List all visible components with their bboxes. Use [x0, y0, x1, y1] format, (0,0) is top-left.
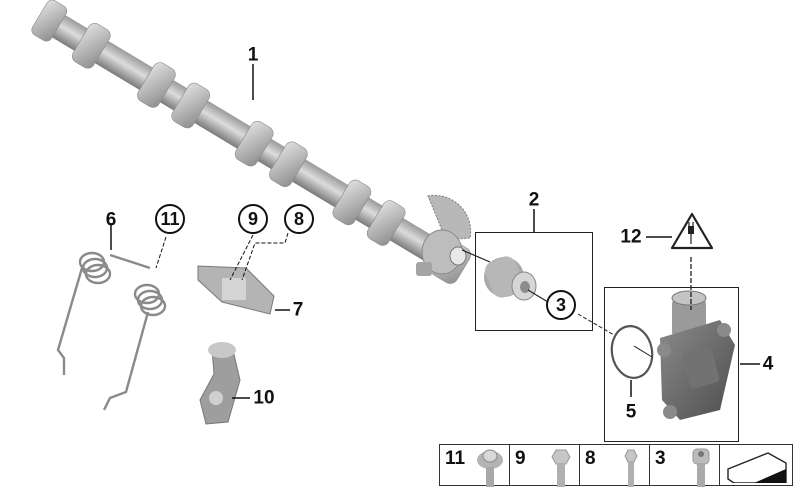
callout-10[interactable]: 10	[253, 387, 275, 409]
legend-cell-shim[interactable]	[720, 445, 792, 485]
callout-6[interactable]: 6	[105, 209, 117, 231]
group-box-2	[475, 232, 593, 331]
sensor-magnet-part	[461, 249, 549, 303]
hex-bolt-icon	[551, 449, 571, 487]
legend-label: 8	[585, 448, 596, 469]
callout-11[interactable]: 11	[155, 204, 185, 234]
callout-2[interactable]: 2	[528, 189, 540, 211]
hex-bolt-small-icon	[624, 449, 638, 487]
fastener-legend: 11 9 8 3	[439, 444, 793, 487]
legend-cell-3[interactable]: 3	[650, 445, 720, 487]
camshaft-part	[31, 0, 472, 284]
shim-plate-icon	[727, 452, 787, 483]
callout-5[interactable]: 5	[625, 401, 637, 423]
callout-8[interactable]: 8	[284, 204, 314, 234]
intermediate-lever-part	[199, 342, 241, 425]
legend-label: 9	[515, 448, 526, 469]
legend-label: 11	[445, 448, 466, 469]
electrical-warning-icon	[670, 212, 714, 250]
sensor-part	[657, 290, 735, 420]
flange-bolt-icon	[477, 449, 503, 487]
socket-head-screw-icon	[692, 448, 710, 487]
callout-7[interactable]: 7	[292, 299, 304, 321]
callout-12[interactable]: 12	[620, 226, 642, 248]
legend-cell-11[interactable]: 11	[440, 445, 510, 487]
legend-label: 3	[655, 448, 666, 469]
callout-4[interactable]: 4	[762, 353, 774, 375]
torsion-spring-part	[56, 251, 167, 411]
callout-9[interactable]: 9	[238, 204, 268, 234]
diagram-graphics	[31, 0, 760, 425]
callout-3[interactable]: 3	[546, 290, 576, 320]
parts-diagram: 1 2 3 4 5 6 7 8 9 10 11 12 11 9 8	[31, 0, 793, 487]
group-box-4	[604, 287, 739, 442]
callout-1[interactable]: 1	[247, 44, 259, 66]
bracket-part	[197, 265, 275, 315]
legend-cell-8[interactable]: 8	[580, 445, 650, 487]
legend-cell-9[interactable]: 9	[510, 445, 580, 487]
o-ring-part	[610, 325, 654, 379]
